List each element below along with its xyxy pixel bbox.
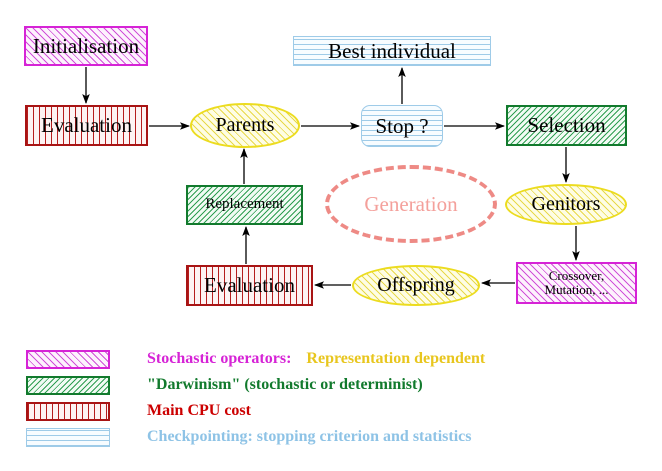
legend-row-darwinism: "Darwinism" (stochastic or determinist) [26, 374, 423, 396]
node-stop[interactable]: Stop ? [361, 105, 443, 147]
legend-row-checkpointing: Checkpointing: stopping criterion and st… [26, 426, 471, 448]
node-genitors[interactable]: Genitors [505, 184, 627, 225]
node-stop-label: Stop ? [375, 113, 429, 138]
legend-label-darwinism: "Darwinism" (stochastic or determinist) [147, 376, 423, 393]
node-offspring-label: Offspring [377, 274, 455, 296]
node-best-individual-label: Best individual [328, 38, 456, 63]
node-evaluation-top[interactable]: Evaluation [25, 105, 148, 146]
node-generation-label: Generation [364, 191, 458, 216]
node-replacement-label: Replacement [205, 196, 284, 213]
node-selection[interactable]: Selection [506, 105, 627, 146]
node-parents-label: Parents [215, 114, 275, 136]
legend-label-stochastic-primary: Stochastic operators: [147, 350, 292, 367]
legend-row-stochastic: Stochastic operators: Representation dep… [26, 348, 485, 370]
node-crossover-label-line1: Crossover, [548, 268, 605, 284]
node-initialisation-label: Initialisation [32, 33, 140, 58]
legend-swatch-stochastic [26, 349, 110, 369]
legend-label-stochastic: Stochastic operators: Representation dep… [147, 350, 485, 368]
legend-label-checkpointing: Checkpointing: stopping criterion and st… [147, 428, 472, 445]
legend-label-cpu-cost: Main CPU cost [147, 402, 251, 419]
node-generation-boundary: Generation [325, 165, 497, 243]
legend-row-cpu-cost: Main CPU cost [26, 400, 251, 422]
node-evaluation-bottom-label: Evaluation [204, 273, 295, 298]
node-offspring[interactable]: Offspring [352, 265, 480, 306]
node-selection-label: Selection [527, 113, 606, 138]
node-best-individual[interactable]: Best individual [293, 36, 491, 66]
node-crossover-mutation[interactable]: Crossover, Mutation, ... [516, 262, 637, 304]
legend: Stochastic operators: Representation dep… [0, 338, 662, 458]
node-replacement[interactable]: Replacement [186, 185, 303, 225]
legend-label-stochastic-secondary: Representation dependent [306, 350, 486, 367]
node-genitors-label: Genitors [531, 193, 601, 215]
legend-swatch-darwinism [26, 375, 110, 395]
node-evaluation-top-label: Evaluation [41, 113, 132, 138]
node-parents[interactable]: Parents [190, 103, 300, 148]
legend-swatch-checkpointing [26, 427, 110, 447]
legend-swatch-cpu-cost [26, 401, 110, 421]
node-crossover-label-line2: Mutation, ... [544, 282, 609, 297]
node-initialisation[interactable]: Initialisation [24, 26, 148, 66]
node-evaluation-bottom[interactable]: Evaluation [186, 265, 313, 306]
